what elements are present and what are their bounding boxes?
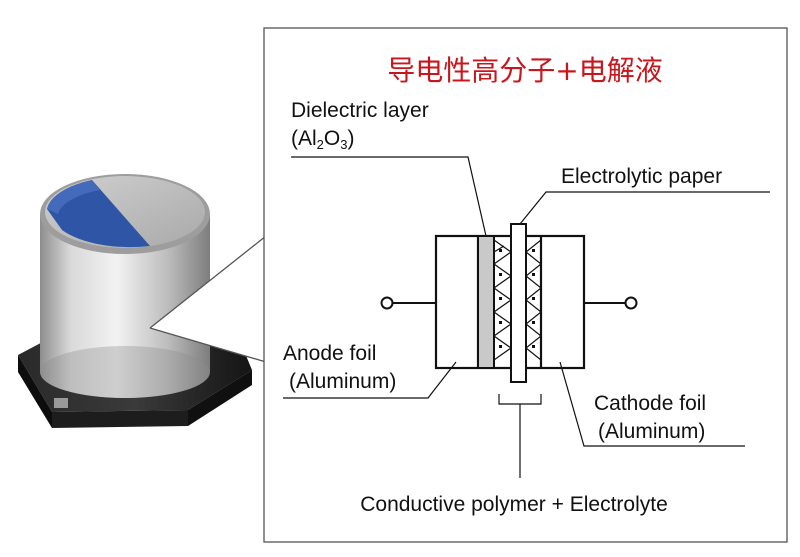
callout-line-lower bbox=[149, 327, 267, 363]
dielectric-leader bbox=[291, 156, 487, 237]
panel-title: 导电性高分子+电解液 bbox=[387, 54, 662, 87]
dielectric-layer bbox=[479, 237, 494, 367]
cathode-foil-leader bbox=[559, 361, 745, 447]
anode-foil-sublabel: (Aluminum) bbox=[289, 370, 396, 393]
anode-terminal-icon bbox=[380, 296, 394, 310]
cathode-foil-label: Cathode foil bbox=[594, 392, 706, 415]
electrolytic-paper-label: Electrolytic paper bbox=[561, 165, 722, 188]
smd-electrolytic-capacitor-icon bbox=[18, 174, 252, 428]
dielectric-label: Dielectric layer bbox=[291, 99, 429, 122]
electrolytic-paper bbox=[510, 223, 527, 383]
cathode-foil-sublabel: (Aluminum) bbox=[598, 420, 705, 443]
anode-foil-leader bbox=[283, 361, 457, 399]
anode-foil-label: Anode foil bbox=[283, 342, 376, 365]
conductive-label: Conductive polymer + Electrolyte bbox=[360, 493, 668, 516]
dielectric-formula: (Al2O3) bbox=[291, 127, 354, 152]
callout-wedge bbox=[150, 236, 266, 362]
cathode-terminal-icon bbox=[624, 296, 638, 310]
callout-line-upper bbox=[149, 235, 267, 329]
electrolytic-paper-leader bbox=[519, 191, 770, 225]
capacitor-cross-section bbox=[380, 223, 638, 383]
